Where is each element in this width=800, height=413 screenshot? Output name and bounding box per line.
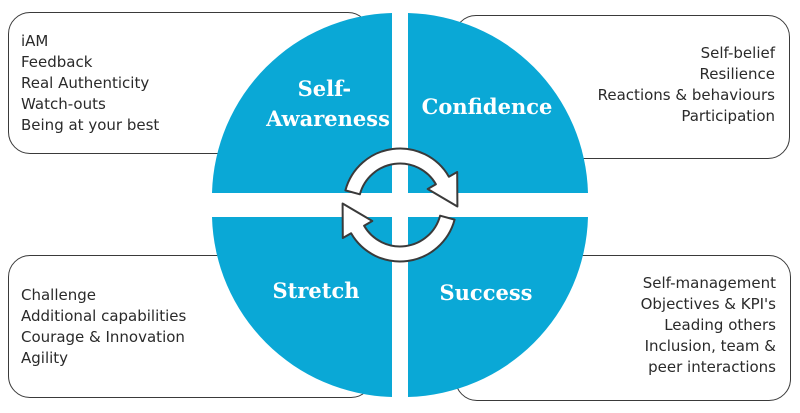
quadrant-confidence bbox=[408, 13, 588, 193]
list-item: Courage & Innovation bbox=[21, 328, 185, 346]
list-item: Challenge bbox=[21, 286, 96, 304]
success-title: Success bbox=[439, 280, 532, 305]
list-item: Real Authenticity bbox=[21, 74, 150, 92]
list-item: iAM bbox=[21, 32, 49, 50]
list-item: Participation bbox=[681, 107, 775, 125]
list-item: Self-belief bbox=[700, 44, 775, 62]
stretch-title: Stretch bbox=[272, 278, 359, 303]
list-item: Watch-outs bbox=[21, 95, 106, 113]
list-item: Inclusion, team & bbox=[644, 337, 776, 355]
quadrant-stretch bbox=[212, 217, 392, 397]
cycle-arrow-top bbox=[344, 147, 459, 208]
list-item: Leading others bbox=[664, 316, 776, 334]
list-item: Objectives & KPI's bbox=[640, 295, 776, 313]
list-item: Additional capabilities bbox=[21, 307, 187, 325]
self-awareness-title: Self- Awareness bbox=[265, 76, 390, 131]
list-item: Agility bbox=[21, 349, 69, 367]
list-item: Self-management bbox=[642, 274, 776, 292]
cycle-arrows-icon bbox=[341, 147, 459, 263]
list-item: Reactions & behaviours bbox=[597, 86, 775, 104]
list-item: Feedback bbox=[21, 53, 93, 71]
confidence-title: Confidence bbox=[422, 94, 553, 119]
quadrant-success bbox=[408, 217, 588, 397]
cycle-arrow-bottom bbox=[341, 202, 456, 263]
list-item: Being at your best bbox=[21, 116, 160, 134]
list-item: peer interactions bbox=[648, 358, 776, 376]
wheel-quadrants bbox=[212, 13, 588, 397]
quadrant-self-awareness bbox=[212, 13, 392, 193]
list-item: Resilience bbox=[699, 65, 775, 83]
